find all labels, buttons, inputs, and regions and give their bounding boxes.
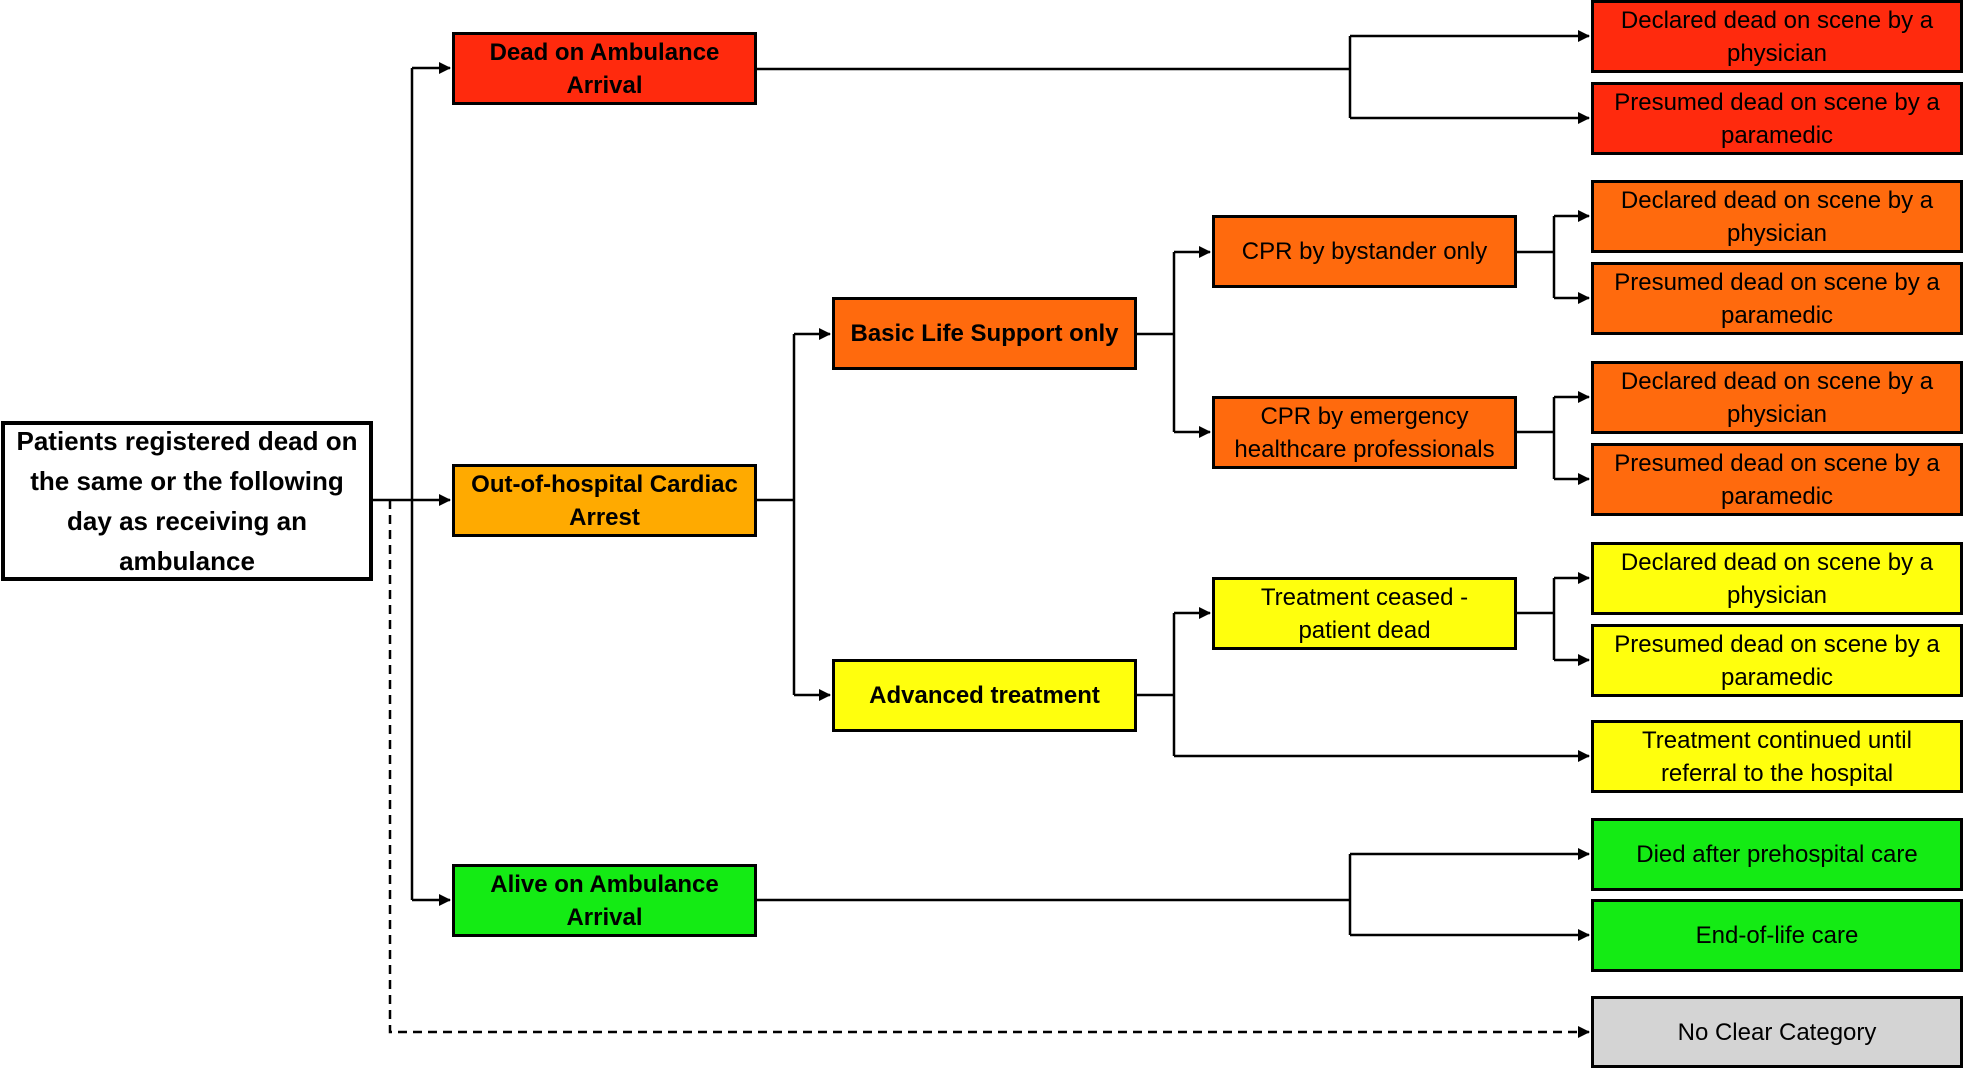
treatment-ceased-label: Treatment ceased - patient dead	[1260, 583, 1469, 644]
outcome-label: End-of-life care	[1695, 922, 1859, 949]
bls-node: Basic Life Support only	[832, 297, 1137, 370]
alive-on-arrival-node: Alive on Ambulance Arrival	[452, 864, 757, 937]
advanced-treatment-label: Advanced treatment	[869, 682, 1100, 709]
ohca-node: Out-of-hospital Cardiac Arrest	[452, 464, 757, 537]
ohca-label: Out-of-hospital Cardiac Arrest	[471, 470, 738, 531]
root-node-label: Patients registered dead on the same or …	[16, 426, 358, 576]
outcome-node: Presumed dead on scene by a paramedic	[1591, 82, 1963, 155]
connector-root-trunk	[373, 68, 414, 900]
connector-alive	[757, 854, 1352, 935]
connector-doa	[757, 36, 1352, 118]
outcome-node: Declared dead on scene by a physician	[1591, 180, 1963, 253]
cpr-bystander-node: CPR by bystander only	[1212, 215, 1517, 288]
outcome-node: End-of-life care	[1591, 899, 1963, 972]
outcome-label: Presumed dead on scene by a paramedic	[1614, 449, 1940, 510]
dead-on-arrival-node: Dead on Ambulance Arrival	[452, 32, 757, 105]
connector-advanced	[1137, 613, 1176, 756]
connector-cpr-bystander	[1517, 216, 1556, 298]
outcome-label: Treatment continued until referral to th…	[1642, 726, 1912, 787]
outcome-label: Died after prehospital care	[1636, 841, 1918, 868]
connector-bls	[1137, 252, 1176, 432]
alive-on-arrival-label: Alive on Ambulance Arrival	[490, 870, 719, 931]
outcome-node: Presumed dead on scene by a paramedic	[1591, 443, 1963, 516]
outcome-label: Declared dead on scene by a physician	[1620, 548, 1934, 609]
outcome-label: Presumed dead on scene by a paramedic	[1614, 88, 1940, 149]
cpr-ehp-node: CPR by emergency healthcare professional…	[1212, 396, 1517, 469]
treatment-ceased-node: Treatment ceased - patient dead	[1212, 577, 1517, 650]
outcome-label: Declared dead on scene by a physician	[1620, 186, 1934, 247]
outcome-node: Treatment continued until referral to th…	[1591, 720, 1963, 793]
connector-cpr-ehp	[1517, 397, 1556, 479]
connector-ohca	[757, 334, 796, 695]
outcome-label: Declared dead on scene by a physician	[1620, 6, 1934, 67]
outcome-node: Declared dead on scene by a physician	[1591, 361, 1963, 434]
root-node: Patients registered dead on the same or …	[1, 421, 373, 581]
cpr-ehp-label: CPR by emergency healthcare professional…	[1234, 402, 1495, 463]
no-clear-category-node: No Clear Category	[1591, 996, 1963, 1068]
advanced-treatment-node: Advanced treatment	[832, 659, 1137, 732]
outcome-node: Died after prehospital care	[1591, 818, 1963, 891]
outcome-node: Declared dead on scene by a physician	[1591, 0, 1963, 73]
bls-label: Basic Life Support only	[850, 320, 1119, 347]
outcome-label: Declared dead on scene by a physician	[1620, 367, 1934, 428]
outcome-node: Presumed dead on scene by a paramedic	[1591, 624, 1963, 697]
outcome-label: Presumed dead on scene by a paramedic	[1614, 630, 1940, 691]
outcome-node: Presumed dead on scene by a paramedic	[1591, 262, 1963, 335]
connector-ceased	[1517, 578, 1556, 660]
no-clear-category-label: No Clear Category	[1677, 1018, 1877, 1046]
dead-on-arrival-label: Dead on Ambulance Arrival	[489, 38, 720, 99]
outcome-node: Declared dead on scene by a physician	[1591, 542, 1963, 615]
outcome-label: Presumed dead on scene by a paramedic	[1614, 268, 1940, 329]
arrow-to-no-clear-category	[388, 500, 1590, 1038]
cpr-bystander-label: CPR by bystander only	[1241, 238, 1488, 265]
